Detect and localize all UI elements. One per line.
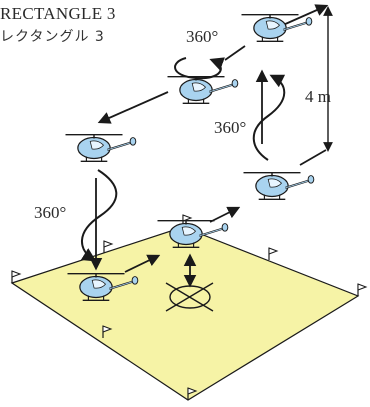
landing-pad xyxy=(10,226,360,401)
diagram-title: RECTANGLE 3 xyxy=(0,4,116,23)
rotation-arrow-icon xyxy=(174,57,225,80)
helicopter-icon xyxy=(166,75,239,105)
flag-icon xyxy=(268,247,278,261)
height-label: 4 m xyxy=(305,87,331,106)
rotation-arrow-icon xyxy=(252,74,286,161)
rotation-label-top: 360° xyxy=(186,27,218,46)
helicopter-icon xyxy=(242,171,315,201)
diagram-subtitle: レクタングル 3 xyxy=(0,29,105,45)
helicopter-icon xyxy=(64,133,137,163)
helicopter-icon xyxy=(240,13,313,43)
flag-icon xyxy=(357,283,367,297)
rotation-label-left: 360° xyxy=(34,203,66,222)
rotation-arrow-icon xyxy=(80,169,118,262)
rotation-label-right: 360° xyxy=(214,118,246,137)
